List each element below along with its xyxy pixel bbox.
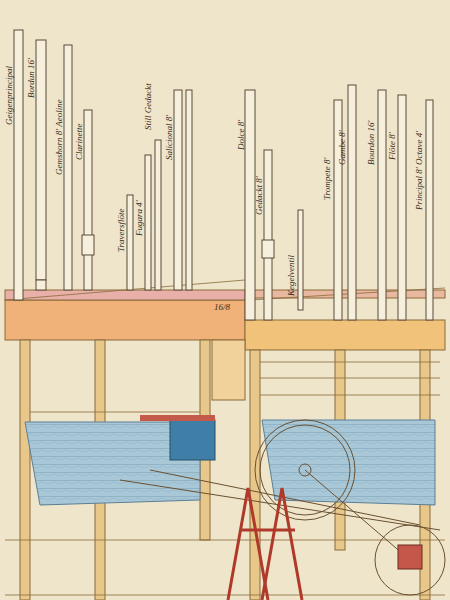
stop-name: Dolce 8' [236,120,246,150]
stop-name: Bourdon 16' [366,121,376,165]
stop-name: Trompete 8' [322,158,332,200]
stop-name: Bordun 16' [26,58,36,98]
stop-name: Salicional 8' [164,115,174,160]
stop-name: Principal 8' Octave 4' [414,131,424,210]
stop-name: Still Gedackt [143,83,153,130]
stop-name: Geigenprincipal [4,66,14,125]
scale-note: 16/8 [214,302,230,312]
stop-name: Clarinette [74,124,84,161]
stop-name: Gambe 8' [337,130,347,165]
stop-name: Traversflöte [116,208,126,252]
stop-name: Kegelventil [286,255,296,296]
stop-name: Flöte 8' [387,132,397,160]
stop-name: Gemshorn 8' Aeoline [54,99,64,175]
stop-name: Gedackt 8' [254,176,264,215]
stop-name: Fugara 4' [134,200,144,236]
